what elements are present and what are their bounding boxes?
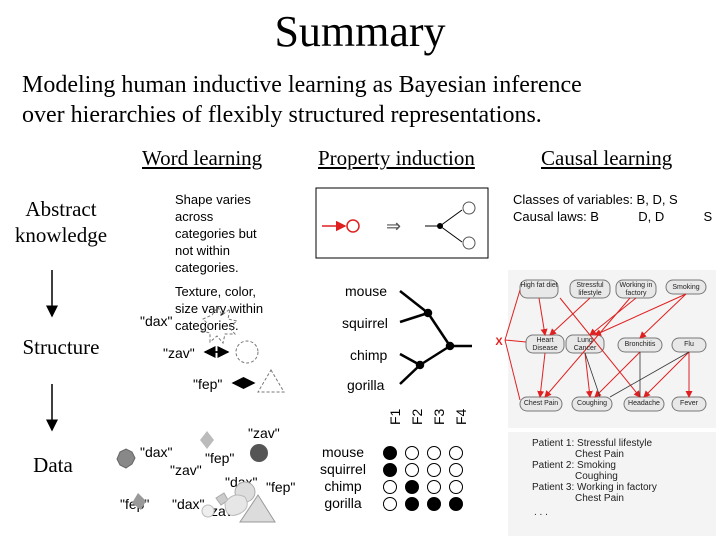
causal-patient-panel bbox=[508, 432, 716, 536]
data-animal-gorilla: gorilla bbox=[324, 495, 362, 511]
property-abstract-box: ⇒ bbox=[315, 187, 489, 259]
patient-1: Patient 1: Stressful lifestyle bbox=[532, 438, 657, 449]
feature-cell-empty bbox=[427, 480, 441, 494]
col-causal-learning: Causal learning bbox=[541, 146, 673, 170]
node-smoking: Smoking bbox=[672, 284, 700, 291]
patient-item: Chest Pain bbox=[575, 493, 624, 504]
feature-cell-empty bbox=[405, 463, 419, 477]
word-abstract-line: not within bbox=[175, 243, 230, 258]
animal-chimp: chimp bbox=[350, 347, 388, 363]
node-chest-pain: Chest Pain bbox=[523, 400, 559, 407]
feature-cell-empty bbox=[449, 463, 463, 477]
col-word-learning: Word learning bbox=[142, 146, 263, 170]
word-data-shapes bbox=[116, 431, 276, 523]
subtitle-line-2: over hierarchies of flexibly structured … bbox=[22, 102, 542, 128]
word-structure-shapes bbox=[200, 306, 285, 393]
patient-label: Patient 3: bbox=[532, 482, 575, 493]
word-abstract-line: Shape varies bbox=[175, 192, 251, 207]
word-label-zav: "zav" bbox=[163, 345, 195, 361]
word-structure-line: Texture, color, bbox=[175, 284, 256, 299]
patient-list: Patient 1: Stressful lifestyle Chest Pai… bbox=[532, 438, 657, 518]
feature-cell-filled bbox=[405, 497, 419, 511]
node-high-fat-diet: High fat diet bbox=[520, 282, 558, 289]
patient-label: Patient 2: bbox=[532, 460, 575, 471]
node-heart-disease: Heart Disease bbox=[532, 337, 558, 352]
feature-cell-empty bbox=[449, 446, 463, 460]
patient-label: Patient 1: bbox=[532, 438, 575, 449]
node-lung-cancer: Lung Cancer bbox=[573, 337, 597, 352]
patient-ellipsis: . . . bbox=[534, 507, 548, 518]
word-label-fep: "fep" bbox=[193, 376, 223, 392]
causal-abstract-text: Classes of variables: B, D, S Causal law… bbox=[513, 191, 712, 225]
feature-cell-filled bbox=[383, 463, 397, 477]
property-tree bbox=[399, 290, 472, 385]
node-working-factory: Working in factory bbox=[619, 282, 653, 297]
word-data-label-fep: "fep" bbox=[205, 450, 235, 466]
word-abstract-line: categories but bbox=[175, 226, 257, 241]
data-animal-squirrel: squirrel bbox=[320, 461, 366, 477]
causal-law-part: Causal laws: B bbox=[513, 209, 599, 224]
node-bronchitis: Bronchitis bbox=[624, 341, 656, 348]
node-stressful-lifestyle: Stressful lifestyle bbox=[576, 282, 604, 297]
svg-text:X: X bbox=[495, 336, 503, 348]
feature-cell-empty bbox=[449, 480, 463, 494]
data-animal-list: mouse squirrel chimp gorilla bbox=[310, 444, 376, 512]
row-structure: Structure bbox=[22, 335, 100, 359]
word-data-label-dax: "dax" bbox=[172, 496, 205, 512]
word-abstract-text: Shape varies across categories but not w… bbox=[175, 191, 285, 276]
word-data-label-dax: "dax" bbox=[140, 444, 173, 460]
word-structure-line: categories. bbox=[175, 318, 239, 333]
feature-cell-empty bbox=[427, 446, 441, 460]
node-flu: Flu bbox=[684, 341, 694, 348]
svg-text:⇒: ⇒ bbox=[386, 216, 401, 236]
node-coughing: Coughing bbox=[577, 400, 607, 407]
subtitle-line-1: Modeling human inductive learning as Bay… bbox=[22, 72, 582, 98]
row-abstract-knowledge: Abstract knowledge bbox=[4, 196, 118, 248]
feature-cell-empty bbox=[427, 463, 441, 477]
feature-cell-filled bbox=[427, 497, 441, 511]
col-property-induction: Property induction bbox=[318, 146, 475, 170]
word-data-label-zav: "zav" bbox=[170, 462, 202, 478]
patient-item: Coughing bbox=[575, 471, 618, 482]
feature-cell-filled bbox=[449, 497, 463, 511]
causal-law-part: S bbox=[703, 209, 713, 224]
causal-abstract-line2: Causal laws: B D, D S bbox=[513, 208, 712, 225]
data-animal-mouse: mouse bbox=[321, 444, 365, 460]
node-headache: Headache bbox=[628, 400, 660, 407]
causal-abstract-line1: Classes of variables: B, D, S bbox=[513, 192, 678, 207]
word-data-label-zav: "zav" bbox=[248, 425, 280, 441]
row-abstract-line1: Abstract bbox=[25, 197, 97, 221]
patient-item: Smoking bbox=[577, 460, 616, 471]
feature-cell-filled bbox=[405, 480, 419, 494]
causal-network: X bbox=[495, 270, 716, 428]
patient-item: Stressful lifestyle bbox=[577, 438, 653, 449]
animal-mouse: mouse bbox=[345, 283, 388, 299]
word-label-dax: "dax" bbox=[140, 313, 173, 329]
word-abstract-line: categories. bbox=[175, 260, 239, 275]
slide-subtitle: Modeling human inductive learning as Bay… bbox=[22, 70, 582, 130]
row-abstract-line2: knowledge bbox=[14, 223, 108, 247]
feature-cell-empty bbox=[383, 497, 397, 511]
word-abstract-line: across bbox=[175, 209, 214, 224]
animal-squirrel: squirrel bbox=[342, 315, 388, 331]
feature-matrix bbox=[383, 446, 463, 511]
slide-title: Summary bbox=[274, 7, 446, 56]
data-animal-chimp: chimp bbox=[324, 478, 362, 494]
causal-law-part: D, D bbox=[638, 209, 665, 224]
feature-cell-empty bbox=[405, 446, 419, 460]
patient-2: Patient 2: Smoking bbox=[532, 460, 657, 471]
patient-item: Working in factory bbox=[577, 482, 657, 493]
feature-cell-filled bbox=[383, 446, 397, 460]
patient-item: Chest Pain bbox=[575, 449, 624, 460]
feature-cell-empty bbox=[383, 480, 397, 494]
row-data: Data bbox=[33, 453, 73, 477]
word-data-label-fep: "fep" bbox=[266, 479, 296, 495]
animal-gorilla: gorilla bbox=[347, 377, 385, 393]
patient-3: Patient 3: Working in factory bbox=[532, 482, 657, 493]
node-fever: Fever bbox=[680, 400, 698, 407]
